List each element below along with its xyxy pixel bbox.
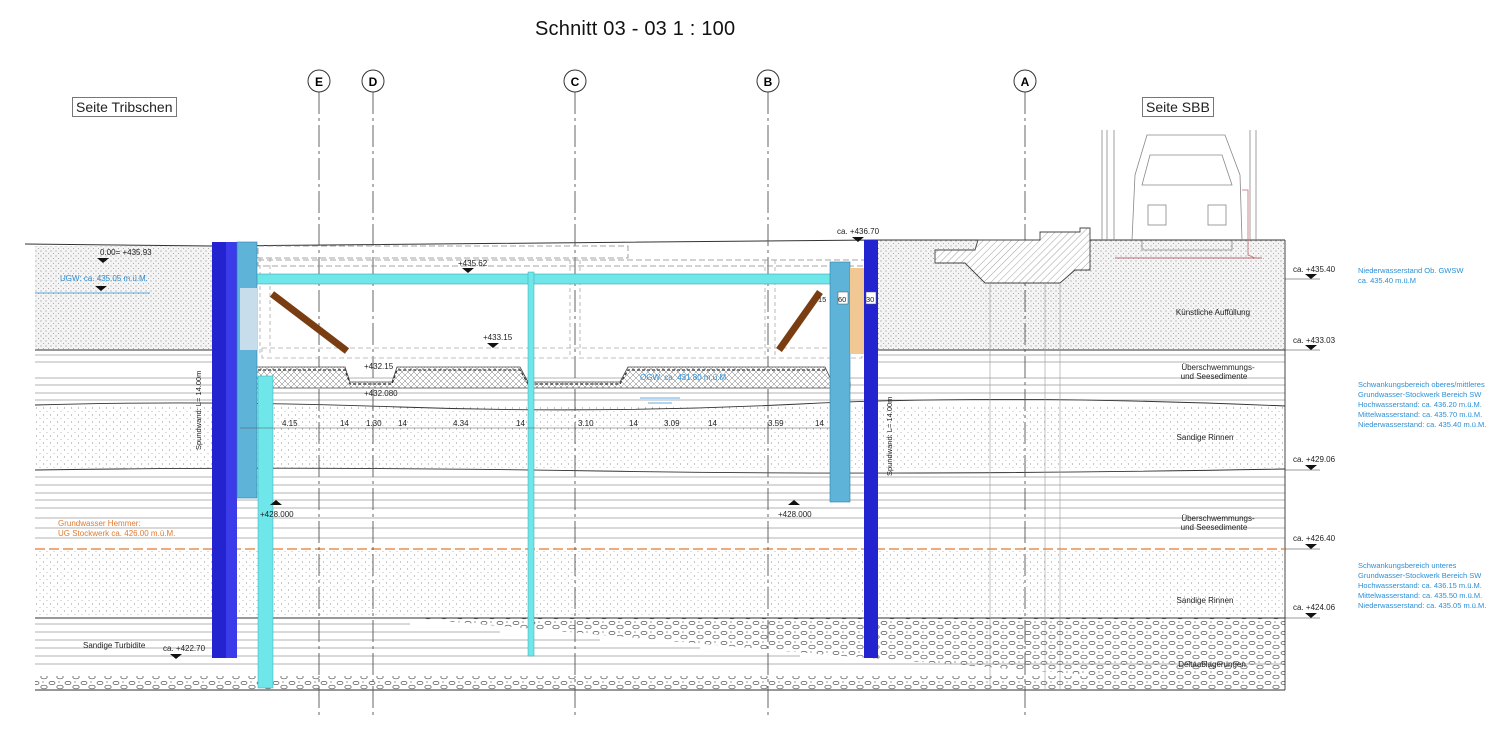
turbidite-level: ca. +422.70 <box>163 644 206 653</box>
level-wall-top: ca. +436.70 <box>837 227 880 236</box>
layer-delta <box>410 618 1285 690</box>
note-lower-1: Grundwasser-Stockwerk Bereich SW <box>1358 571 1482 580</box>
layer-delta-base <box>35 676 1285 690</box>
lower-left-labels: Sandige Turbidite ca. +422.70 Grundwasse… <box>58 519 206 659</box>
note-lower-2: Hochwasserstand: ca. 436.15 m.ü.M. <box>1358 581 1482 590</box>
stratum-sand-2: Sandige Rinnen <box>1177 596 1234 605</box>
right-level-3: ca. +426.40 <box>1293 534 1336 543</box>
axis-label-a: A <box>1021 75 1030 89</box>
axis-label-d: D <box>369 75 378 89</box>
left-level-labels: 0.00= +435.93 UGW: ca. 435.05 m.ü.M. <box>60 248 152 291</box>
level-ogw: OGW: ca. 431.80 m.ü.M. <box>640 373 728 382</box>
level-bottom-a: +432.15 <box>364 362 394 371</box>
level-base-right: +428.000 <box>778 510 812 519</box>
bottom-slab-edge <box>228 369 825 385</box>
axis-bubble-c: C <box>563 69 587 93</box>
dim-11: 14 <box>815 419 824 428</box>
right-level-1: ca. +433.03 <box>1293 336 1336 345</box>
turbidite-label: Sandige Turbidite <box>83 641 146 650</box>
layer-fill-left <box>35 246 212 350</box>
hemmer-line-2: UG Stockwerk ca. 426.00 m.ü.M. <box>58 529 175 538</box>
inner-level-labels: +435.62 +433.15 +432.15 +432.080 OGW: ca… <box>260 227 880 519</box>
note-lower-0: Schwankungsbereich unteres <box>1358 561 1457 570</box>
dim-5: 14 <box>516 419 525 428</box>
dim-6: 3.10 <box>578 419 594 428</box>
stratum-sediment-1b: und Seesedimente <box>1181 372 1248 381</box>
side-label-right: Seite SBB <box>1142 97 1214 117</box>
dim-9: 14 <box>708 419 717 428</box>
axis-bubble-a: A <box>1013 69 1037 93</box>
groundwater-lines <box>35 292 1285 550</box>
level-bottom-b: +432.080 <box>364 389 398 398</box>
level-ugw: UGW: ca. 435.05 m.ü.M. <box>60 274 148 283</box>
level-base-left: +428.000 <box>260 510 294 519</box>
waling-beam <box>237 273 851 285</box>
note-gwsw-0: Niederwasserstand Ob. GWSW <box>1358 266 1464 275</box>
level-marker-ugw <box>95 286 107 291</box>
sheet-pile-right: 15 60 30 Spundwand: L= 14.00m <box>818 240 894 658</box>
level-marker-top-left <box>97 258 109 263</box>
right-level-4: ca. +424.06 <box>1293 603 1336 612</box>
right-level-2: ca. +429.06 <box>1293 455 1336 464</box>
dim-4: 4.34 <box>453 419 469 428</box>
note-upper-0: Schwankungsbereich oberes/mittleres <box>1358 380 1485 389</box>
dim-1: 14 <box>340 419 349 428</box>
column-c-pipe <box>527 271 535 657</box>
grid-axis-bubbles: E D C B A <box>307 69 1037 93</box>
axis-label-c: C <box>571 75 580 89</box>
strut-right <box>776 289 823 353</box>
pile-label-left: Spundwand: L= 14.00m <box>194 371 203 450</box>
axis-bubble-e: E <box>307 69 331 93</box>
note-upper-1: Grundwasser-Stockwerk Bereich SW <box>1358 390 1482 399</box>
note-upper-3: Mittelwasserstand: ca. 435.70 m.ü.M. <box>1358 410 1482 419</box>
dim-2: 1.30 <box>366 419 382 428</box>
layer-sand-2 <box>35 550 1285 618</box>
stratum-sediment-2a: Überschwemmungs- <box>1181 514 1255 523</box>
hemmer-line-1: Grundwasser Hemmer: <box>58 519 141 528</box>
right-level-0: ca. +435.40 <box>1293 265 1336 274</box>
dimension-string: 4.15 14 1.30 14 4.34 14 3.10 14 3.09 14 … <box>240 419 830 429</box>
dim-7: 14 <box>629 419 638 428</box>
level-slab-top: +435.62 <box>458 259 488 268</box>
stratum-sand-1: Sandige Rinnen <box>1177 433 1234 442</box>
layer-turbidite <box>35 618 1285 690</box>
drawing-title: Schnitt 03 - 03 1 : 100 <box>535 18 736 40</box>
sbb-track-foundation <box>934 227 1091 690</box>
note-upper-2: Hochwasserstand: ca. 436.20 m.ü.M. <box>1358 400 1482 409</box>
note-lower-3: Mittelwasserstand: ca. 435.50 m.ü.M. <box>1358 591 1482 600</box>
grid-axis-lines <box>318 92 1026 718</box>
dim-8: 3.09 <box>664 419 680 428</box>
right-level-labels: ca. +435.40 ca. +433.03 ca. +429.06 ca. … <box>1285 265 1336 619</box>
pile-label-right: Spundwand: L= 14.00m <box>885 397 894 476</box>
note-gwsw-1: ca. 435.40 m.ü.M <box>1358 276 1416 285</box>
axis-label-e: E <box>315 75 323 89</box>
side-label-left: Seite Tribschen <box>72 97 177 117</box>
dim-0: 4.15 <box>282 419 298 428</box>
axis-label-b: B <box>764 75 773 89</box>
axis-bubble-d: D <box>361 69 385 93</box>
groundwater-notes: Niederwasserstand Ob. GWSW ca. 435.40 m.… <box>1358 266 1486 610</box>
stratum-sediment-1a: Überschwemmungs- <box>1181 363 1255 372</box>
wall-dim-15: 15 <box>818 295 826 304</box>
level-top-left: 0.00= +435.93 <box>100 248 152 257</box>
stratum-delta: Deltaablagerungen <box>1178 660 1246 669</box>
stratum-sediment-2b: und Seesedimente <box>1181 523 1248 532</box>
axis-bubble-b: B <box>756 69 780 93</box>
stratum-fill: Künstliche Auffüllung <box>1176 308 1250 317</box>
strata-labels: Künstliche Auffüllung Überschwemmungs- u… <box>1176 308 1255 669</box>
wall-dim-60: 60 <box>838 295 846 304</box>
wall-dim-30: 30 <box>866 295 874 304</box>
note-lower-4: Niederwasserstand: ca. 435.05 m.ü.M. <box>1358 601 1486 610</box>
column-left-pipe <box>257 375 274 689</box>
dim-3: 14 <box>398 419 407 428</box>
sheet-pile-left: Spundwand: L= 14.00m <box>194 241 258 658</box>
note-upper-4: Niederwasserstand: ca. 435.40 m.ü.M. <box>1358 420 1486 429</box>
level-mid: +433.15 <box>483 333 513 342</box>
train-outline <box>1101 130 1262 259</box>
dim-10: 3.59 <box>768 419 784 428</box>
strut-left <box>269 291 350 354</box>
